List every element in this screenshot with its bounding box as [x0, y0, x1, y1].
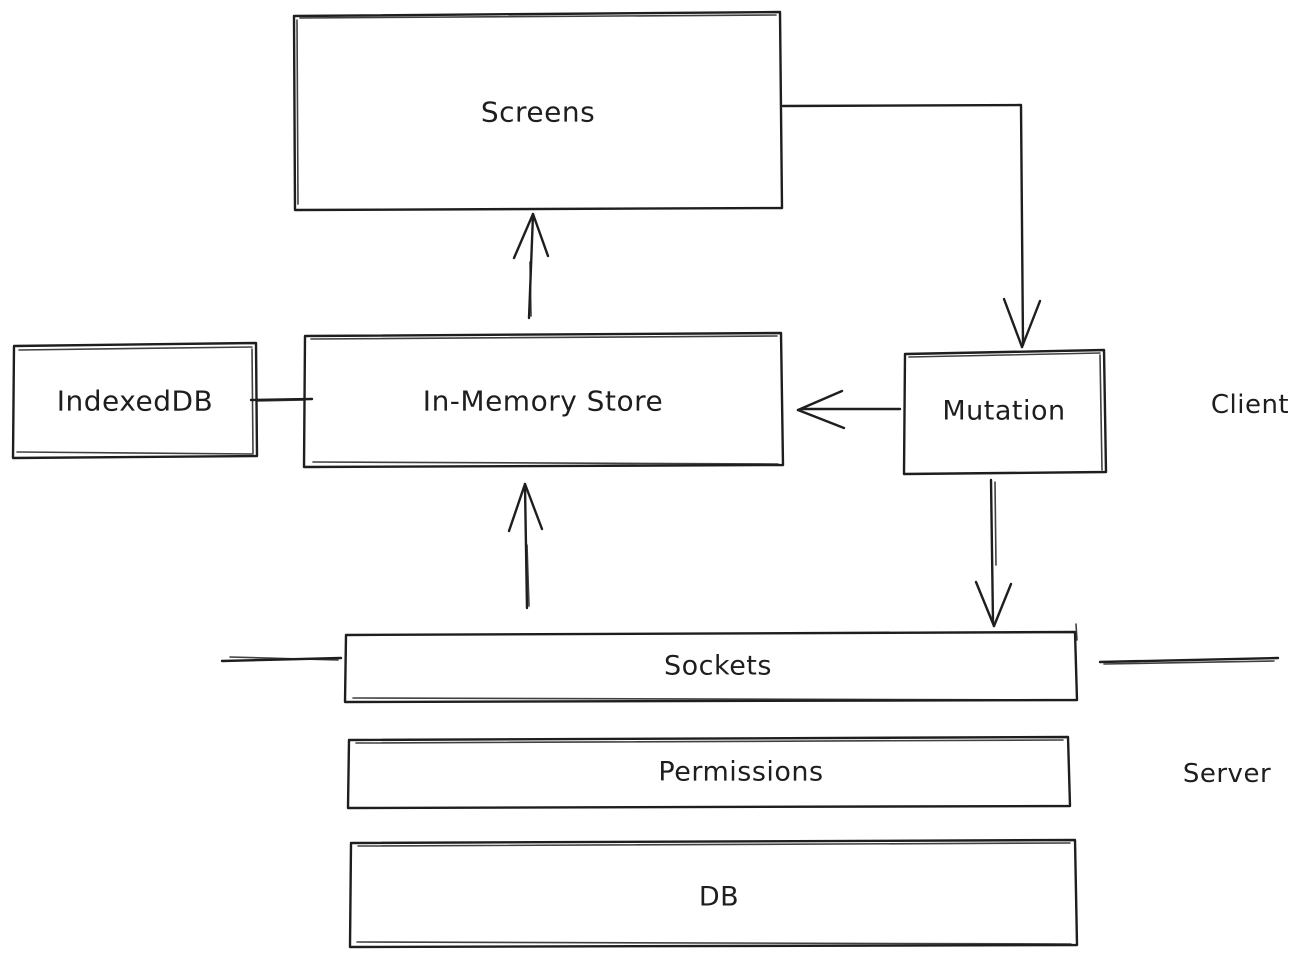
screens-label: Screens — [480, 95, 596, 129]
db-node-shape — [348, 838, 1079, 949]
screens-node-shape — [292, 10, 784, 212]
arrow-mutation-to-inmemory — [796, 389, 902, 430]
mutation-node-shape — [902, 348, 1108, 476]
in-memory-store-label: In-Memory Store — [422, 384, 664, 418]
sockets-node-shape — [343, 623, 1079, 704]
permissions-label: Permissions — [658, 756, 824, 788]
in-memory-store-node-shape — [302, 331, 785, 469]
line-indexeddb-to-inmemory — [249, 397, 314, 402]
client-region-label: Client — [1210, 390, 1290, 420]
client-server-divider-right — [1098, 656, 1280, 665]
arrow-mutation-to-sockets — [974, 478, 1013, 628]
permissions-node-shape — [346, 735, 1072, 810]
arrow-screens-to-mutation — [781, 103, 1042, 349]
indexeddb-label: IndexedDB — [56, 384, 214, 418]
indexeddb-node-shape — [11, 341, 259, 460]
arrow-inmemory-to-screens — [512, 212, 550, 320]
arrow-sockets-to-inmemory — [507, 482, 544, 610]
mutation-label: Mutation — [942, 395, 1066, 427]
client-server-divider-left — [220, 656, 343, 663]
db-label: DB — [698, 881, 740, 913]
sockets-label: Sockets — [664, 650, 772, 682]
server-region-label: Server — [1182, 759, 1272, 789]
